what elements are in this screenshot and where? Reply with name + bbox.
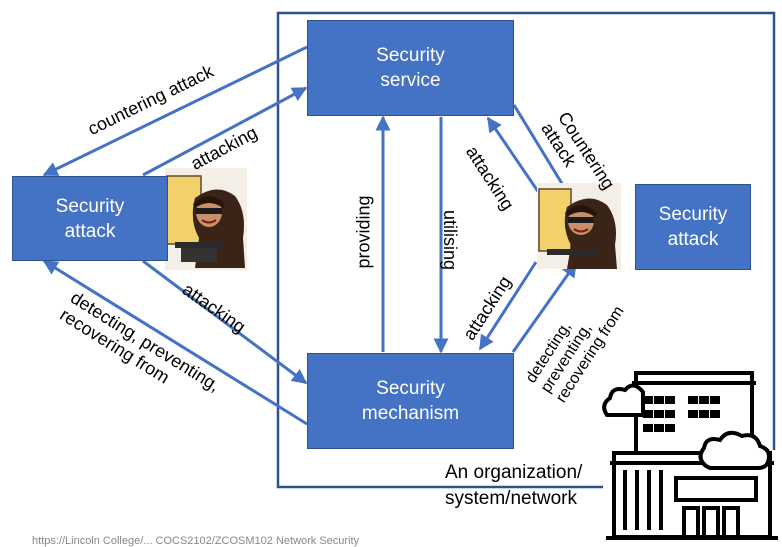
label-providing: providing (353, 195, 374, 269)
security-attack-left-box[interactable]: Security attack (12, 176, 168, 261)
attacker-icon (165, 168, 247, 270)
arrow-attacking-to-service (142, 86, 308, 177)
organization-boundary (276, 11, 776, 489)
arrow-detecting-right (511, 261, 578, 353)
security-mechanism-box[interactable]: Security mechanism (307, 353, 514, 449)
security-service-box[interactable]: Security service (307, 20, 514, 116)
arrow-detecting-left (42, 259, 308, 426)
arrow-attacking-right-lower (478, 261, 538, 351)
arrow-countering-attack-top (42, 45, 308, 177)
label-utilising: utilising (440, 209, 461, 271)
building-cloud-icon (602, 371, 781, 540)
security-attack-right-box[interactable]: Security attack (635, 184, 751, 270)
footer-source-text: https://Lincoln College/... COCS2102/ZCO… (32, 535, 360, 547)
attacker-icon (537, 183, 621, 269)
organization-label: An organization/ system/network (445, 462, 583, 509)
arrow-attacking-to-mechanism (142, 259, 308, 385)
